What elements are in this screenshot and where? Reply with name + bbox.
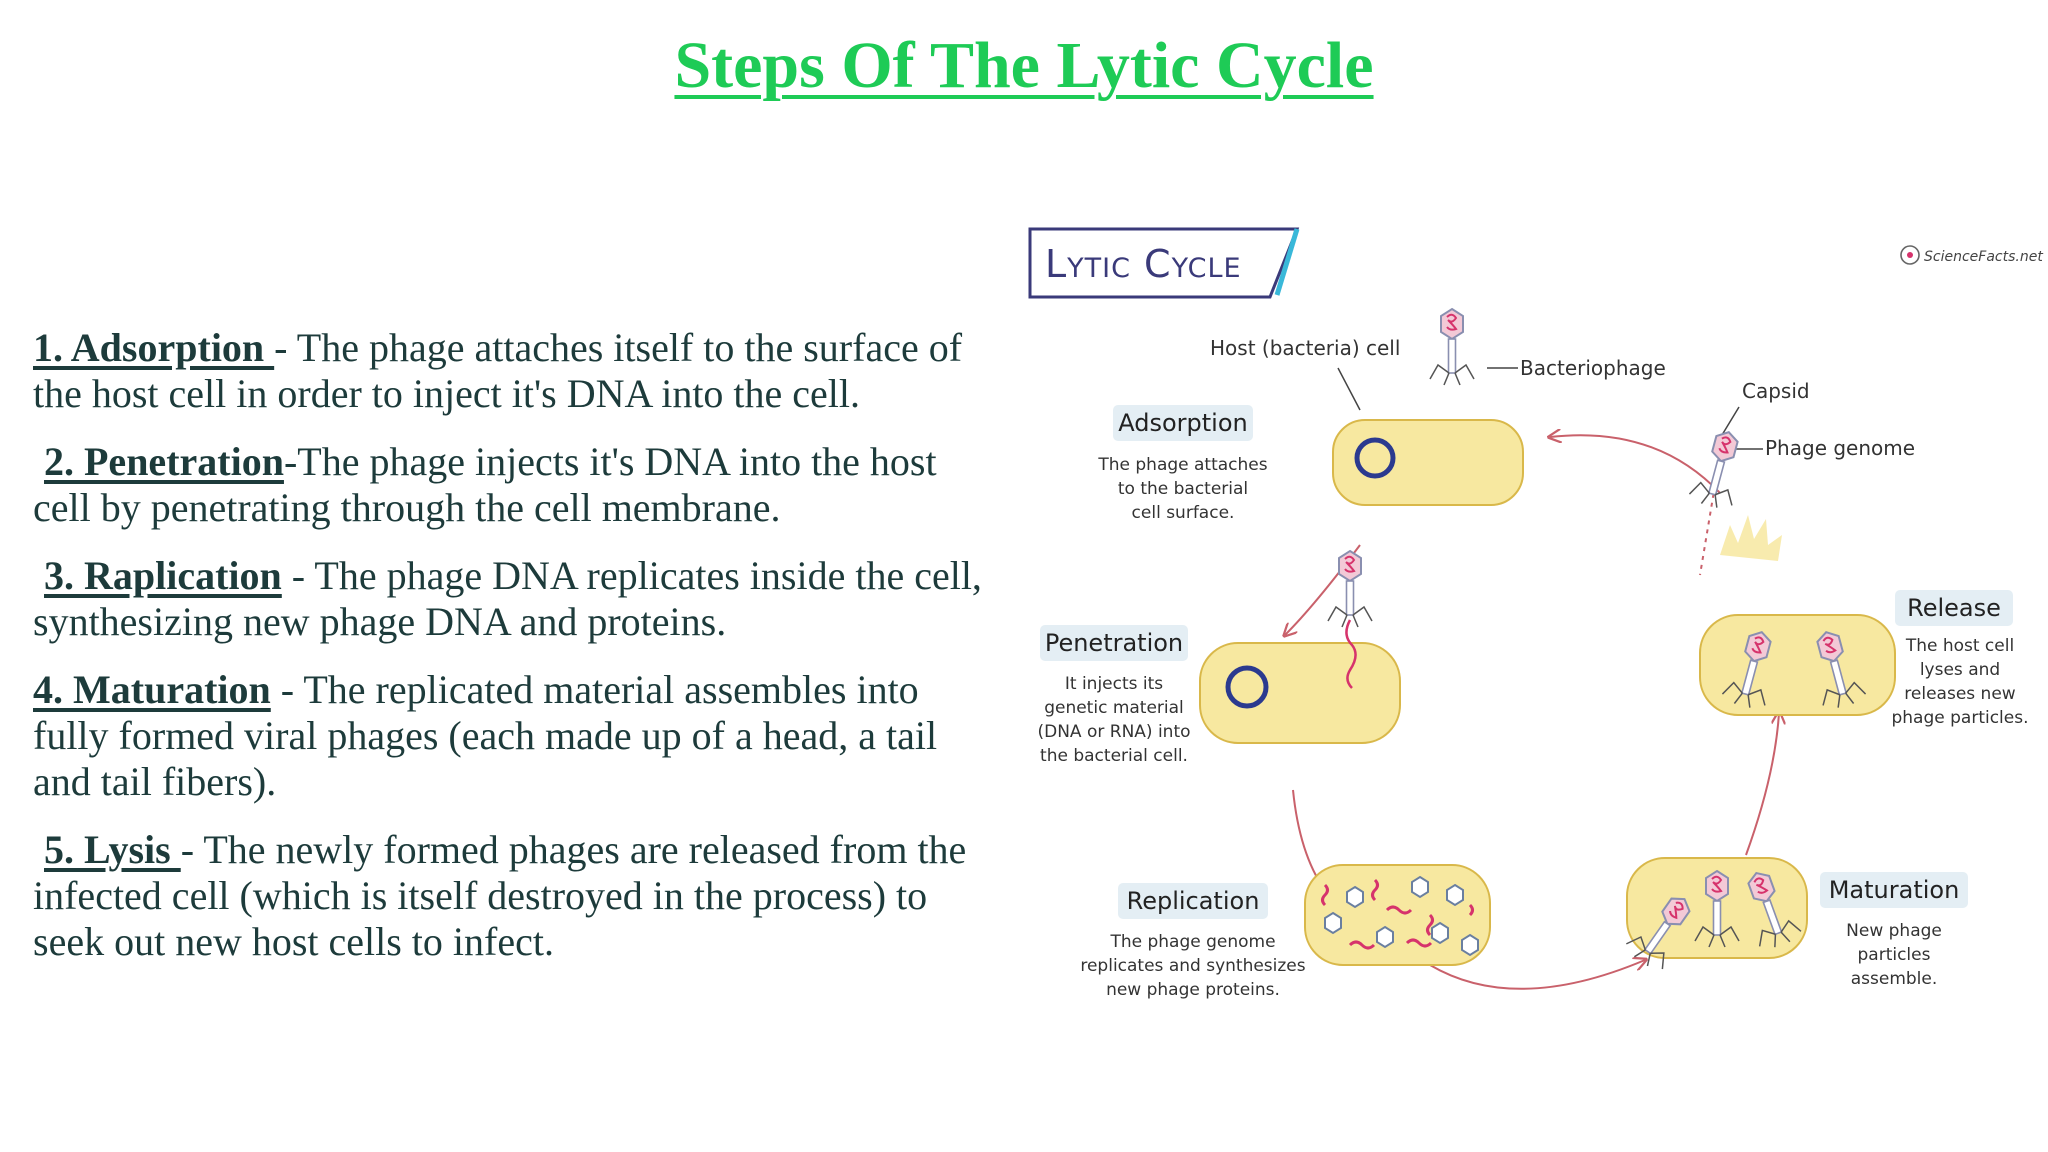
lytic-cycle-diagram: Lytic Cycle ScienceFacts.net Host (bacte… <box>1015 215 2048 1030</box>
stage-desc-line: It injects its <box>1065 674 1163 694</box>
stage-desc-line: releases new <box>1904 684 2015 704</box>
stage-desc-line: the bacterial cell. <box>1040 746 1188 766</box>
step-replication: 3. Raplication - The phage DNA replicate… <box>33 553 993 645</box>
stage-desc-line: The phage attaches <box>1097 455 1267 475</box>
replicated-dna <box>1321 878 1474 950</box>
stage-desc-line: to the bacterial <box>1118 479 1248 499</box>
step-description: - The newly formed phages are released f… <box>33 827 967 964</box>
host-cell <box>1699 614 1896 716</box>
stage-desc-line: cell surface. <box>1132 503 1235 523</box>
stage-title: Penetration <box>1045 629 1183 657</box>
stage-label-bg <box>1040 625 1188 661</box>
step-name: 3. Raplication <box>44 553 282 598</box>
diagram-heading-text: Lytic Cycle <box>1045 242 1242 286</box>
step-name: 4. Maturation <box>33 667 271 712</box>
stage-desc-line: New phage <box>1846 921 1942 941</box>
step-penetration: 2. Penetration-The phage injects it's DN… <box>33 439 993 531</box>
arrow-maturation-to-release <box>1745 713 1779 856</box>
brand-logo: ScienceFacts.net <box>1900 245 2043 265</box>
stage-desc-line: replicates and synthesizes <box>1080 956 1305 976</box>
stage-title: Release <box>1907 594 2001 622</box>
host-cell-label: Host (bacteria) cell <box>1210 336 1400 360</box>
brand-text: ScienceFacts.net <box>1924 249 2043 265</box>
bacterial-dna-ring <box>1354 437 1396 479</box>
capsid-pointer <box>1721 406 1740 436</box>
step-maturation: 4. Maturation - The replicated material … <box>33 667 993 805</box>
stage-desc-line: (DNA or RNA) into <box>1037 722 1190 742</box>
stage-desc-line: new phage proteins. <box>1106 980 1280 1000</box>
stage-desc-line: The phage genome <box>1109 932 1275 952</box>
step-description: - The replicated material assembles into… <box>33 667 938 804</box>
stage-desc-line: phage particles. <box>1891 708 2028 728</box>
step-name: 5. Lysis <box>44 827 181 872</box>
stage-title: Maturation <box>1829 876 1960 904</box>
injected-dna <box>1345 619 1357 689</box>
arrow-replication-to-maturation <box>1429 960 1645 990</box>
arrow-release-to-adsorption <box>1550 435 1721 494</box>
stage-label-bg <box>1895 590 2013 626</box>
stage-desc-line: The host cell <box>1905 636 2014 656</box>
bacterial-dna-ring <box>1225 665 1269 709</box>
step-name: 2. Penetration <box>44 439 284 484</box>
stage-desc-line: particles <box>1858 945 1931 965</box>
stage-label-bg <box>1113 405 1253 441</box>
slide-title: Steps Of The Lytic Cycle <box>674 29 1374 102</box>
bacteriophage-icon <box>1429 308 1475 386</box>
stage-penetration: Penetration It injects its genetic mater… <box>1037 550 1401 766</box>
step-adsorption: 1. Adsorption - The phage attaches itsel… <box>33 325 993 417</box>
host-cell-pointer <box>1337 367 1361 411</box>
stage-desc-line: assemble. <box>1851 969 1938 989</box>
stage-release: Release The host cell lyses and releases… <box>1699 515 2029 728</box>
phage-capsids <box>1324 875 1479 957</box>
step-name: 1. Adsorption <box>33 325 275 370</box>
stage-replication: Replication The phage genome replicates … <box>1080 864 1491 1000</box>
step-description: - The phage DNA replicates inside the ce… <box>33 553 982 644</box>
stage-adsorption: Adsorption The phage attaches to the bac… <box>1097 308 1524 523</box>
stage-desc-line: genetic material <box>1044 698 1184 718</box>
step-description: -The phage injects it's DNA into the hos… <box>33 439 937 530</box>
stage-maturation: Maturation New phage particles assemble. <box>1621 857 1968 989</box>
phage-genome-label: Phage genome <box>1765 436 1915 460</box>
bacteriophage-icon <box>1327 550 1373 628</box>
dashed-release-path <box>1699 484 1716 576</box>
steps-list: 1. Adsorption - The phage attaches itsel… <box>33 325 993 987</box>
stage-title: Adsorption <box>1118 409 1248 437</box>
stage-title: Replication <box>1127 887 1260 915</box>
diagram-heading: Lytic Cycle <box>1028 227 1300 299</box>
stage-desc-line: lyses and <box>1920 660 2000 680</box>
stage-label-bg <box>1118 883 1268 919</box>
stage-label-bg <box>1820 872 1968 908</box>
step-lysis: 5. Lysis - The newly formed phages are r… <box>33 827 993 965</box>
step-description: - The phage attaches itself to the surfa… <box>33 325 963 416</box>
bacteriophage-label: Bacteriophage <box>1520 356 1666 380</box>
free-phage-icon <box>1686 425 1752 513</box>
capsid-label: Capsid <box>1742 379 1810 403</box>
lysis-burst <box>1720 515 1782 561</box>
host-cell <box>1332 419 1524 506</box>
